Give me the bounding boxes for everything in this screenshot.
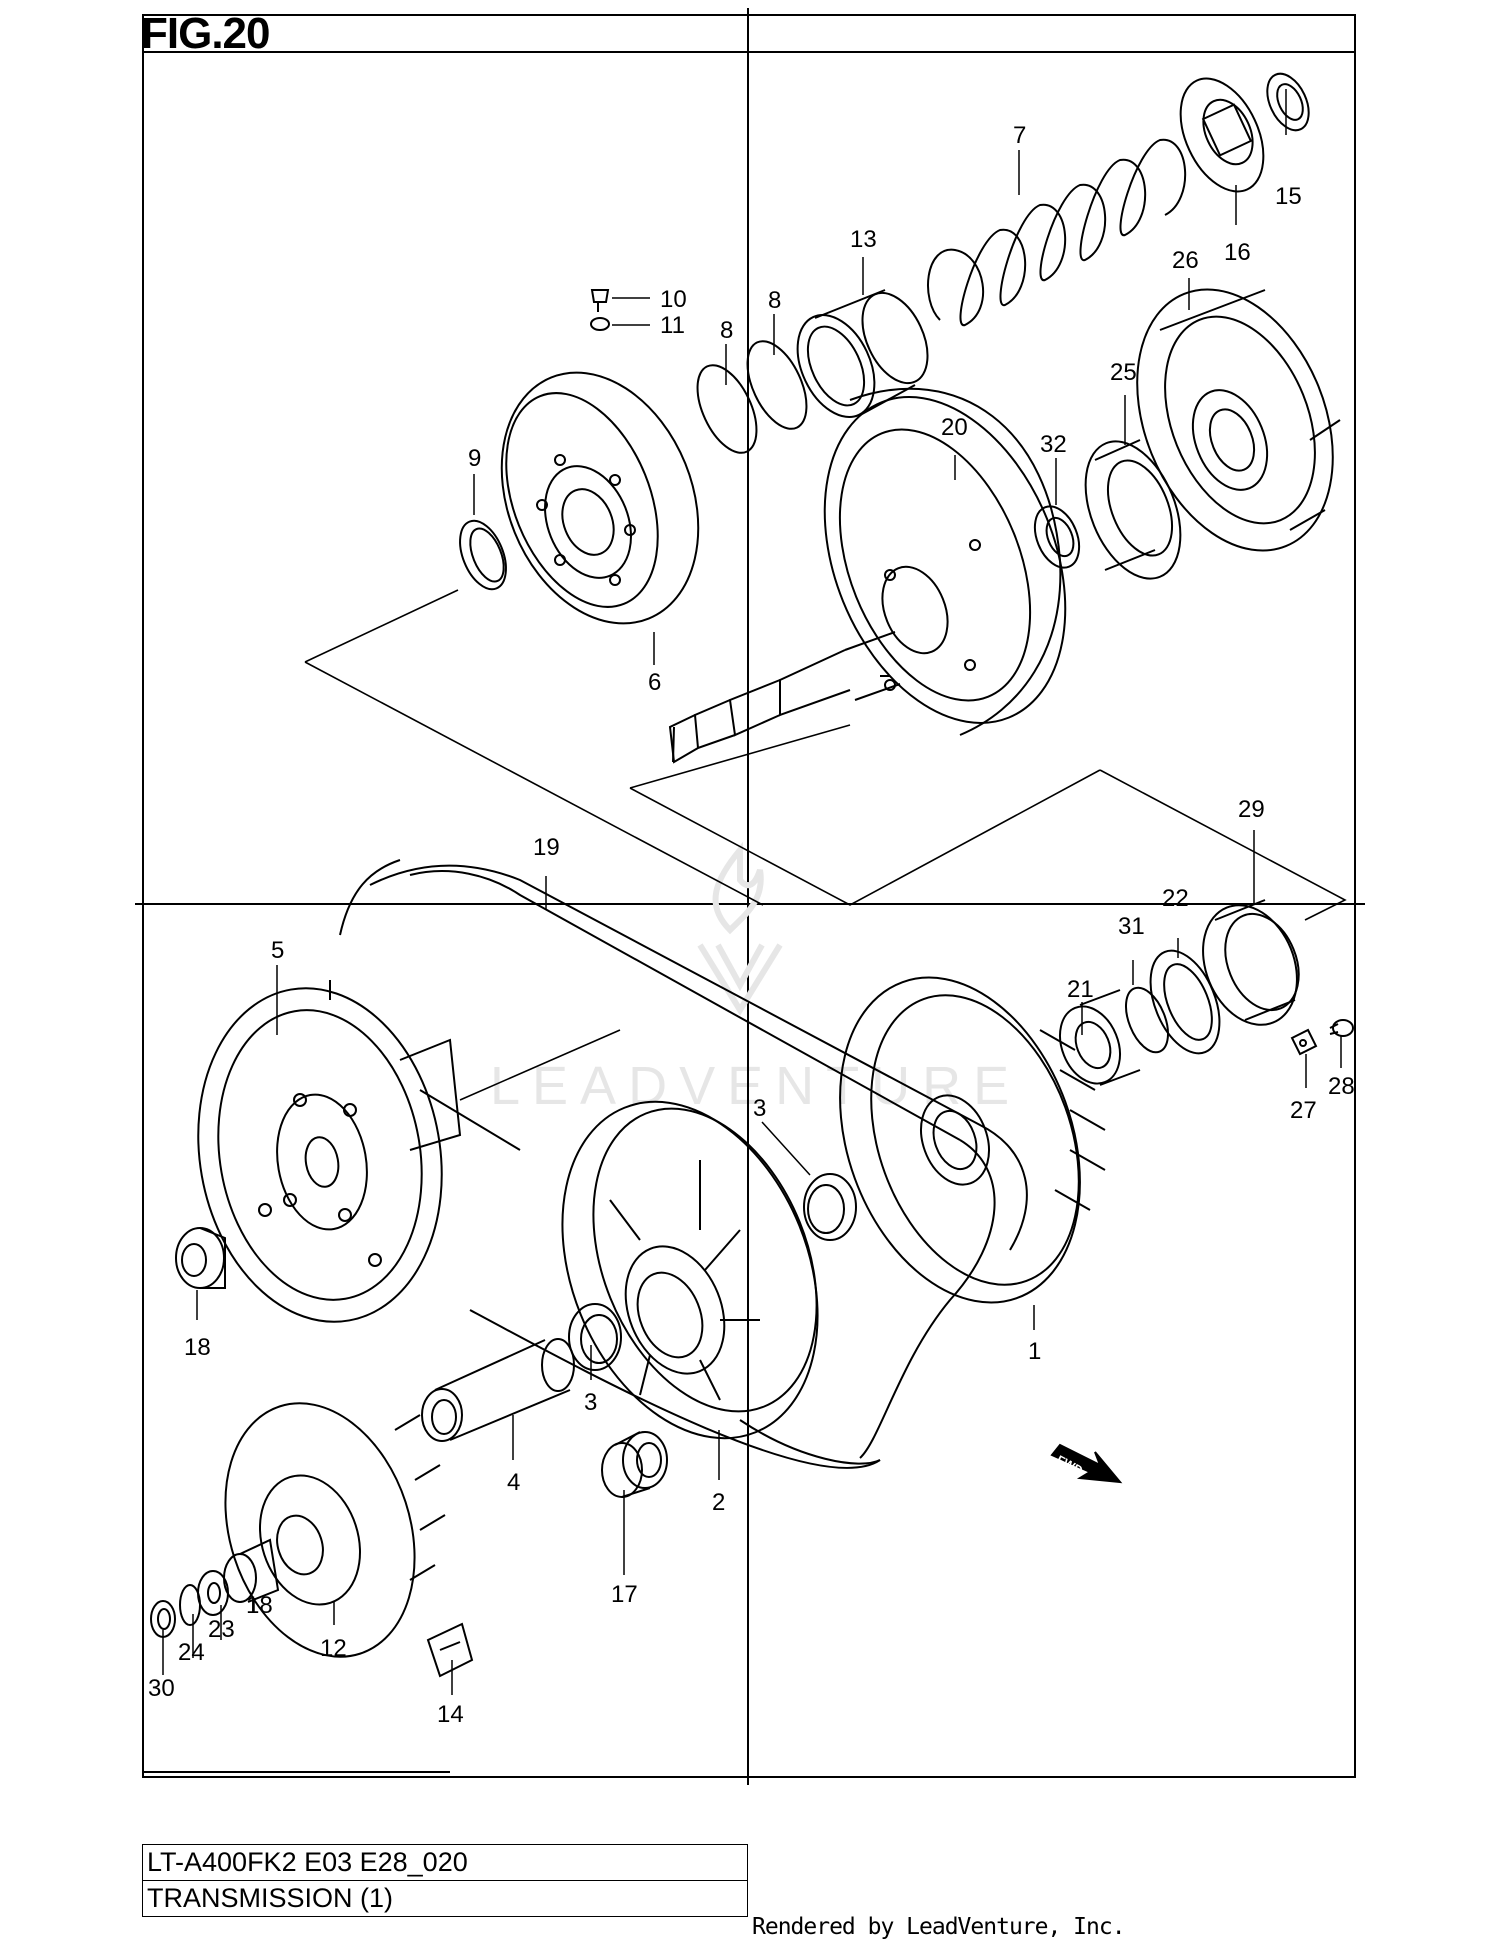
callout-27: 27 [1290, 1097, 1317, 1124]
model-code: LT-A400FK2 E03 E28_020 [147, 1847, 468, 1877]
callout-31: 31 [1118, 913, 1145, 940]
callout-23: 23 [208, 1616, 235, 1643]
figure-frame [135, 8, 1365, 1785]
part-21-spacer [1059, 989, 1141, 1086]
section-name-box: TRANSMISSION (1) [142, 1880, 748, 1917]
callout-5: 5 [271, 937, 285, 964]
callout-20: 20 [941, 414, 968, 441]
callout-21: 21 [1067, 976, 1094, 1003]
rendered-by-footer: Rendered by LeadVenture, Inc. [752, 1914, 1126, 1940]
part-27-28-bolt-plate [1290, 1019, 1354, 1056]
part-3-oil-seals [568, 1173, 857, 1371]
callout-8: 8 [768, 287, 782, 314]
part-12-movable-face [224, 1402, 446, 1658]
callout-13: 13 [850, 226, 877, 253]
callout-4: 4 [507, 1469, 521, 1496]
callout-17: 17 [611, 1581, 638, 1608]
section-name: TRANSMISSION (1) [147, 1883, 394, 1913]
callout-32: 32 [1040, 431, 1067, 458]
callout-9: 9 [468, 445, 482, 472]
watermark: LEADVENTURE [490, 1056, 1022, 1116]
callout-11: 11 [660, 312, 685, 339]
callout-15: 15 [1275, 183, 1302, 210]
model-code-box: LT-A400FK2 E03 E28_020 [142, 1844, 748, 1881]
callout-18: 18 [184, 1334, 211, 1361]
assembly-boundary-lines [304, 589, 1347, 1101]
part-8-circlips [696, 340, 808, 454]
callout-16: 16 [1224, 239, 1251, 266]
part-32-spacer [1033, 505, 1081, 569]
part-16-retainer [1179, 77, 1265, 193]
callout-7: 7 [1013, 122, 1027, 149]
callout-8: 8 [720, 317, 734, 344]
callout-26: 26 [1172, 247, 1199, 274]
callout-2: 2 [712, 1489, 726, 1516]
part-17-bearing [601, 1431, 668, 1498]
callout-22: 22 [1162, 885, 1189, 912]
callout-25: 25 [1110, 359, 1137, 386]
part-9-seal [459, 519, 507, 591]
part-1-drive-face [839, 976, 1106, 1304]
callout-19: 19 [533, 834, 560, 861]
part-31-ring [1125, 986, 1169, 1054]
callout-14: 14 [437, 1701, 464, 1728]
callout-30: 30 [148, 1675, 175, 1702]
callout-3: 3 [753, 1095, 767, 1122]
part-22-washer [1149, 949, 1221, 1055]
part-20-clutch-housing [668, 387, 1067, 764]
part-5-driven-pulley [197, 987, 462, 1323]
callout-24: 24 [178, 1639, 205, 1666]
callout-6: 6 [648, 669, 662, 696]
part-4-sleeve [421, 1338, 575, 1442]
part-10-11-rivet [590, 289, 610, 331]
leadventure-logo-icon [697, 841, 783, 1016]
callout-3: 3 [584, 1389, 598, 1416]
part-26-clutch-carrier [1136, 288, 1341, 552]
callout-leader-lines [162, 89, 1342, 1695]
callout-10: 10 [660, 286, 687, 313]
callout-12: 12 [320, 1635, 347, 1662]
part-29-bearing [1202, 899, 1300, 1026]
part-18-bearing-left [175, 1227, 226, 1289]
part-7-spring [927, 138, 1186, 326]
callout-18: 18 [246, 1592, 273, 1619]
fwd-arrow-icon [1050, 1443, 1123, 1484]
part-6-sheave [500, 371, 700, 625]
callout-1: 1 [1028, 1338, 1042, 1365]
part-19-drive-belt [329, 859, 1028, 1469]
part-2-movable-sheave [561, 1100, 819, 1440]
figure-title: FIG.20 [141, 9, 270, 58]
part-14-slider [426, 1622, 474, 1678]
part-15-nut [1266, 72, 1310, 132]
callout-29: 29 [1238, 796, 1265, 823]
part-25-one-way-clutch [1084, 439, 1182, 580]
callout-28: 28 [1328, 1073, 1355, 1100]
